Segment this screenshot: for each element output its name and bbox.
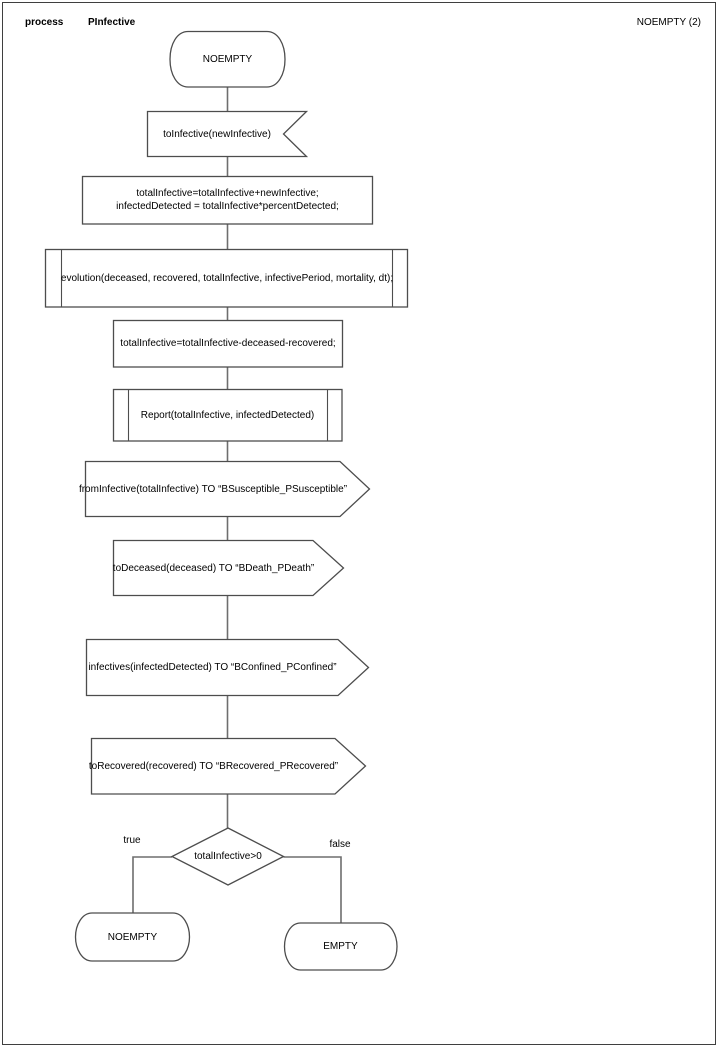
next-state-true-label: NOEMPTY xyxy=(107,931,158,943)
start-state-label: NOEMPTY xyxy=(202,53,253,65)
input-signal-symbol[interactable] xyxy=(146,110,309,158)
output-infectives-label: infectives(infectedDetected) TO “BConfin… xyxy=(88,662,337,673)
decision-true-label: true xyxy=(123,834,141,846)
decision-symbol[interactable] xyxy=(170,827,285,886)
start-state-symbol[interactable] xyxy=(169,30,286,88)
procedure-evolution-label: evolution(deceased, recovered, totalInfe… xyxy=(60,272,394,284)
task-update-line1: totalInfective=totalInfective+newInfecti… xyxy=(136,188,319,199)
next-state-false-symbol[interactable] xyxy=(283,922,398,971)
diagram-kind-label: process xyxy=(25,17,64,28)
output-from-infective-label: fromInfective(totalInfective) TO “BSusce… xyxy=(78,483,348,495)
connector-true-branch[interactable] xyxy=(132,856,172,913)
output-to-deceased-label: toDeceased(deceased) TO “BDeath_PDeath” xyxy=(112,562,315,574)
task-update-line2: infectedDetected = totalInfective*percen… xyxy=(116,201,339,212)
task-update-symbol[interactable] xyxy=(81,175,374,225)
procedure-report-label: Report(totalInfective, infectedDetected) xyxy=(140,409,315,421)
output-to-recovered-symbol[interactable] xyxy=(90,737,367,795)
next-state-true-symbol[interactable] xyxy=(74,912,191,962)
procedure-report-symbol[interactable] xyxy=(112,388,343,442)
output-to-recovered-label: toRecovered(recovered) TO “BRecovered_PR… xyxy=(88,760,339,772)
task-subtract-label: totalInfective=totalInfective-deceased-r… xyxy=(120,338,336,349)
decision-false-label: false xyxy=(329,838,351,850)
task-subtract-symbol[interactable] xyxy=(112,319,344,368)
output-from-infective-symbol[interactable] xyxy=(84,460,371,518)
output-infectives-symbol[interactable] xyxy=(85,638,370,697)
connector-false-branch[interactable] xyxy=(283,856,342,923)
procedure-evolution-symbol[interactable] xyxy=(44,248,409,308)
process-name-label: PInfective xyxy=(88,17,136,28)
decision-label: totalInfective>0 xyxy=(194,851,262,862)
next-state-false-label: EMPTY xyxy=(323,941,358,952)
task-update-label: totalInfective=totalInfective+newInfecti… xyxy=(82,176,373,224)
input-signal-label: toInfective(newInfective) xyxy=(163,128,271,140)
page-number-label: NOEMPTY (2) xyxy=(636,17,701,28)
output-to-deceased-symbol[interactable] xyxy=(112,539,345,597)
